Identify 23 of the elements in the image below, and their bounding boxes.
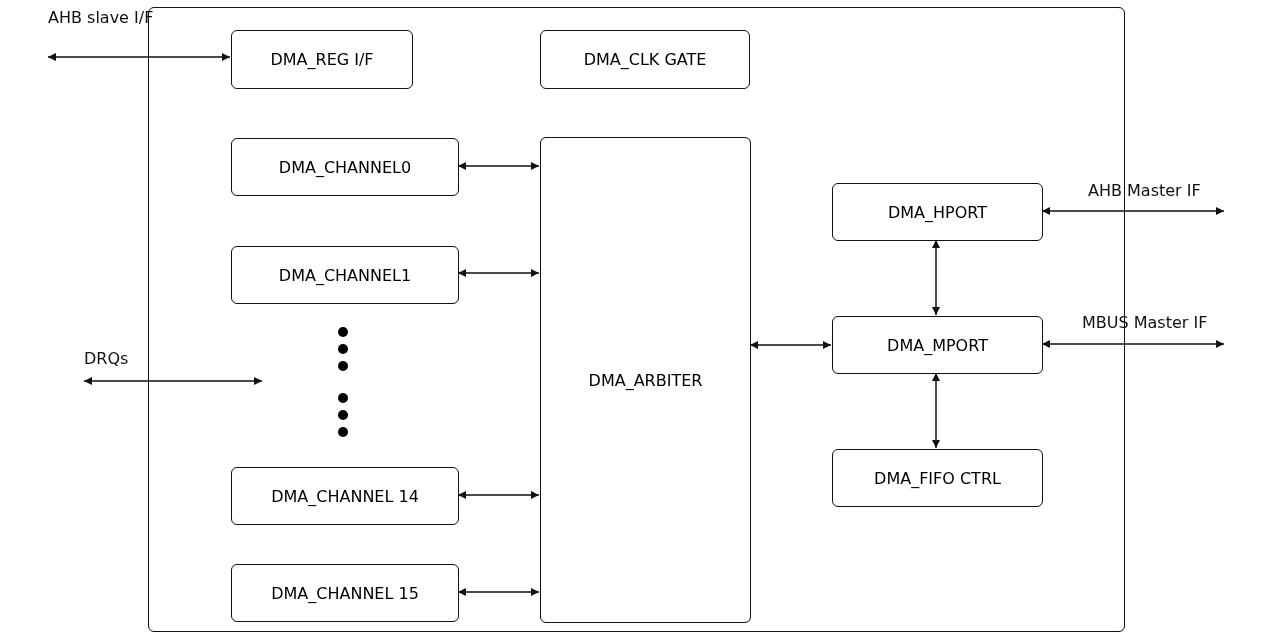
double-arrow	[83, 377, 263, 385]
block-box: DMA_REG I/F	[231, 30, 413, 89]
double-arrow	[1041, 340, 1225, 348]
block-box: DMA_ARBITER	[540, 137, 751, 623]
interface-label: DRQs	[84, 349, 130, 368]
block-box: DMA_CHANNEL1	[231, 246, 459, 304]
block-box: DMA_MPORT	[832, 316, 1043, 374]
double-arrow	[457, 491, 540, 499]
double-arrow	[457, 269, 540, 277]
block-box: DMA_CHANNEL 14	[231, 467, 459, 525]
interface-label: AHB Master IF	[1088, 181, 1202, 200]
double-arrow	[457, 588, 540, 596]
block-box: DMA_CLK GATE	[540, 30, 750, 89]
block-box: DMA_CHANNEL0	[231, 138, 459, 196]
block-box: DMA_HPORT	[832, 183, 1043, 241]
double-arrow	[932, 239, 940, 316]
block-box: DMA_CHANNEL 15	[231, 564, 459, 622]
double-arrow	[1041, 207, 1225, 215]
double-arrow	[932, 372, 940, 449]
double-arrow	[749, 341, 832, 349]
double-arrow	[457, 162, 540, 170]
block-box: DMA_FIFO CTRL	[832, 449, 1043, 507]
double-arrow	[47, 53, 231, 61]
